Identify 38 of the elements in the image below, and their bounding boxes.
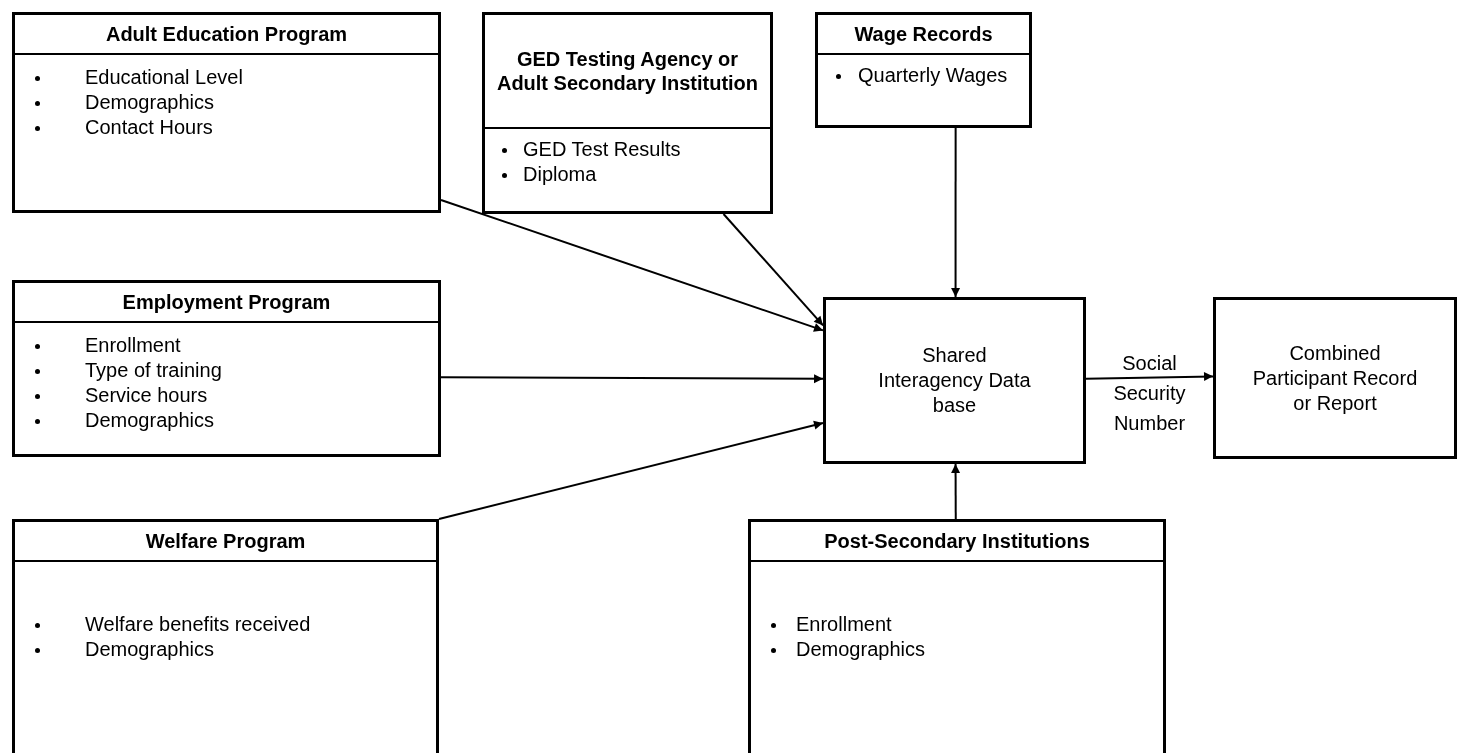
- list-item: Quarterly Wages: [858, 64, 1008, 86]
- list-item: Demographics: [85, 409, 214, 431]
- arrow: [722, 213, 824, 327]
- list-item: Educational Level: [85, 66, 243, 88]
- box-heading: Welfare Program: [145, 529, 306, 553]
- source-box: [12, 280, 441, 457]
- list-item: Diploma: [523, 163, 597, 185]
- list-item: Welfare benefits received: [85, 613, 311, 635]
- arrow: [951, 463, 961, 520]
- list-item: Demographics: [85, 91, 214, 113]
- box-heading: GED Testing Agency or Adult Secondary Institution: [495, 47, 760, 95]
- box-heading: Employment Program: [122, 290, 331, 314]
- box-label: Shared Interagency Data base: [877, 343, 1032, 418]
- list-item: Enrollment: [796, 613, 892, 635]
- source-box: [12, 12, 441, 213]
- box-heading: Post-Secondary Institutions: [824, 529, 1090, 553]
- arrow: [440, 198, 824, 332]
- arrow: [1085, 372, 1214, 381]
- box-heading: Wage Records: [854, 22, 993, 46]
- list-item: Contact Hours: [85, 116, 213, 138]
- edge-label: Social Security Number: [1112, 350, 1187, 436]
- source-box: [12, 519, 439, 753]
- list-item: Enrollment: [85, 334, 181, 356]
- box-label: Combined Participant Record or Report: [1251, 340, 1419, 416]
- source-box: [815, 12, 1032, 128]
- arrow: [951, 127, 961, 298]
- list-item: GED Test Results: [523, 138, 681, 160]
- box-heading: Adult Education Program: [105, 22, 348, 46]
- list-item: Demographics: [85, 638, 214, 660]
- process-box: [823, 297, 1086, 464]
- arrow: [438, 420, 824, 520]
- process-box: [1213, 297, 1457, 459]
- list-item: Type of training: [85, 359, 222, 381]
- arrow: [440, 374, 824, 384]
- source-box: [748, 519, 1166, 753]
- source-box: [482, 12, 773, 214]
- list-item: Demographics: [796, 638, 925, 660]
- list-item: Service hours: [85, 384, 208, 406]
